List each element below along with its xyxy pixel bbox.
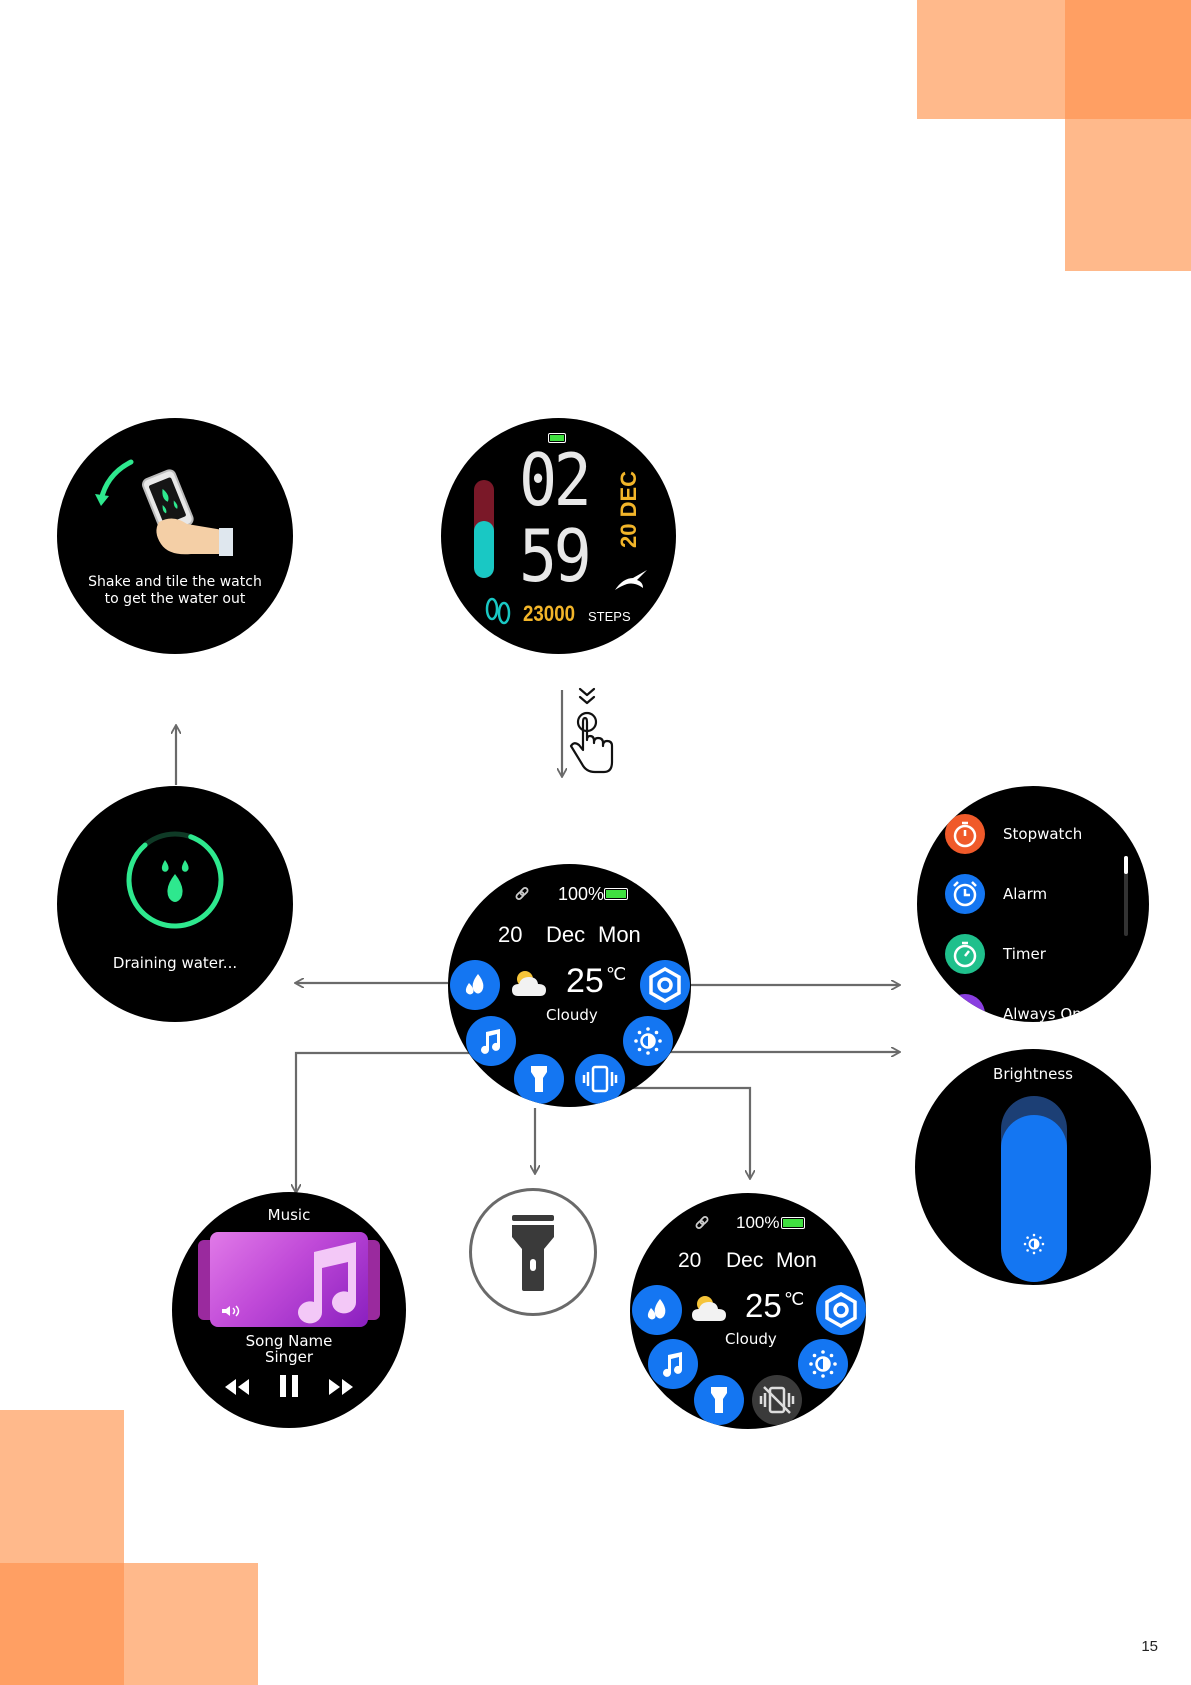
scroll-track[interactable] <box>1124 856 1128 936</box>
tools-menu-screen: Stopwatch Alarm Timer Always On <box>917 786 1149 1022</box>
fast-forward-button[interactable] <box>328 1378 354 1396</box>
album-art <box>210 1232 368 1327</box>
flashlight-icon <box>711 1387 727 1413</box>
vibration-icon <box>584 1067 616 1091</box>
control-center-vibration-off-screen: 100% 20 Dec Mon 25 ℃ Cloudy <box>630 1193 866 1429</box>
weather-condition: Cloudy <box>725 1330 777 1348</box>
always-on-item[interactable]: Always On <box>945 994 1145 1022</box>
flashlight-button[interactable] <box>514 1054 564 1104</box>
alarm-icon <box>945 874 985 914</box>
brightness-slider[interactable] <box>1001 1096 1067 1282</box>
cloudy-icon <box>690 1293 728 1323</box>
water-drops-icon <box>155 858 195 906</box>
temperature-unit: ℃ <box>784 1289 804 1310</box>
water-eject-button[interactable] <box>632 1285 682 1335</box>
date-month: Dec <box>546 922 585 948</box>
date-day: 20 <box>678 1249 701 1273</box>
brand-logo-icon <box>613 568 649 592</box>
always-on-label: Always On <box>1003 1005 1082 1022</box>
clock-watch-face: 02 59 20 DEC 23000 STEPS <box>441 418 676 654</box>
activity-bar <box>474 480 494 578</box>
flashlight-icon <box>506 1213 560 1293</box>
battery-percent: 100% <box>736 1213 779 1233</box>
flashlight-screen <box>469 1188 597 1316</box>
steps-value: 23000 <box>523 601 575 627</box>
vibration-button[interactable] <box>575 1054 625 1104</box>
music-title: Music <box>172 1206 406 1224</box>
shake-instruction-line1: Shake and tile the watch <box>57 574 293 590</box>
clock-date: 20 DEC <box>616 471 642 548</box>
music-note-icon <box>481 1029 500 1054</box>
weather-condition: Cloudy <box>546 1006 598 1024</box>
music-button[interactable] <box>466 1016 516 1066</box>
swipe-down-hand-icon <box>568 686 628 778</box>
timer-label: Timer <box>1003 945 1046 963</box>
music-note-icon <box>663 1352 682 1377</box>
brightness-icon <box>809 1350 837 1378</box>
scroll-thumb[interactable] <box>1124 856 1128 874</box>
page-number: 15 <box>1141 1638 1158 1655</box>
date-day: 20 <box>498 922 522 948</box>
rewind-button[interactable] <box>224 1378 250 1396</box>
flashlight-icon <box>531 1066 547 1092</box>
settings-button[interactable] <box>640 960 690 1010</box>
alarm-item[interactable]: Alarm <box>945 874 1145 914</box>
date-weekday: Mon <box>598 922 641 948</box>
stopwatch-label: Stopwatch <box>1003 825 1082 843</box>
battery-icon <box>604 888 628 900</box>
singer-name: Singer <box>172 1348 406 1366</box>
brightness-icon <box>634 1027 662 1055</box>
date-month: Dec <box>726 1249 763 1273</box>
steps-label: STEPS <box>588 609 631 624</box>
music-button[interactable] <box>648 1339 698 1389</box>
pause-button[interactable] <box>279 1374 299 1398</box>
settings-hexagon-icon <box>827 1294 855 1326</box>
vibration-off-icon <box>761 1387 793 1413</box>
link-icon <box>694 1215 710 1231</box>
music-player-screen: Music Song Name Singer <box>172 1192 406 1428</box>
volume-icon <box>220 1304 244 1318</box>
music-note-icon <box>292 1240 362 1327</box>
shake-watch-screen: Shake and tile the watch to get the wate… <box>57 418 293 654</box>
brightness-title: Brightness <box>915 1065 1151 1083</box>
battery-percent: 100% <box>558 884 604 905</box>
control-center-screen: 100% 20 Dec Mon 25 ℃ Cloudy <box>448 864 691 1107</box>
timer-icon <box>945 934 985 974</box>
timer-item[interactable]: Timer <box>945 934 1145 974</box>
shake-instruction-line2: to get the water out <box>57 591 293 607</box>
always-on-icon <box>945 994 985 1022</box>
settings-button[interactable] <box>816 1285 866 1335</box>
shake-hand-icon <box>91 452 241 562</box>
brightness-screen: Brightness <box>915 1049 1151 1285</box>
date-weekday: Mon <box>776 1249 817 1273</box>
battery-icon <box>781 1217 805 1229</box>
water-eject-button[interactable] <box>450 960 500 1010</box>
brightness-icon <box>1018 1228 1050 1260</box>
draining-label: Draining water... <box>57 954 293 972</box>
stopwatch-icon <box>945 814 985 854</box>
temperature-value: 25 <box>566 962 604 1001</box>
link-icon <box>514 886 530 902</box>
water-drop-icon <box>648 1299 665 1320</box>
draining-watch-screen: Draining water... <box>57 786 293 1022</box>
cloudy-icon <box>510 968 548 998</box>
alarm-label: Alarm <box>1003 885 1047 903</box>
footprints-icon <box>483 596 513 626</box>
clock-minute: 59 <box>519 520 588 592</box>
vibration-off-button[interactable] <box>752 1375 802 1425</box>
brightness-button[interactable] <box>798 1339 848 1389</box>
temperature-value: 25 <box>745 1287 782 1325</box>
clock-hour: 02 <box>519 444 588 516</box>
brightness-button[interactable] <box>623 1016 673 1066</box>
water-drop-icon <box>466 974 483 995</box>
settings-hexagon-icon <box>651 969 679 1001</box>
temperature-unit: ℃ <box>606 964 626 985</box>
flashlight-button[interactable] <box>694 1375 744 1425</box>
stopwatch-item[interactable]: Stopwatch <box>945 814 1145 854</box>
